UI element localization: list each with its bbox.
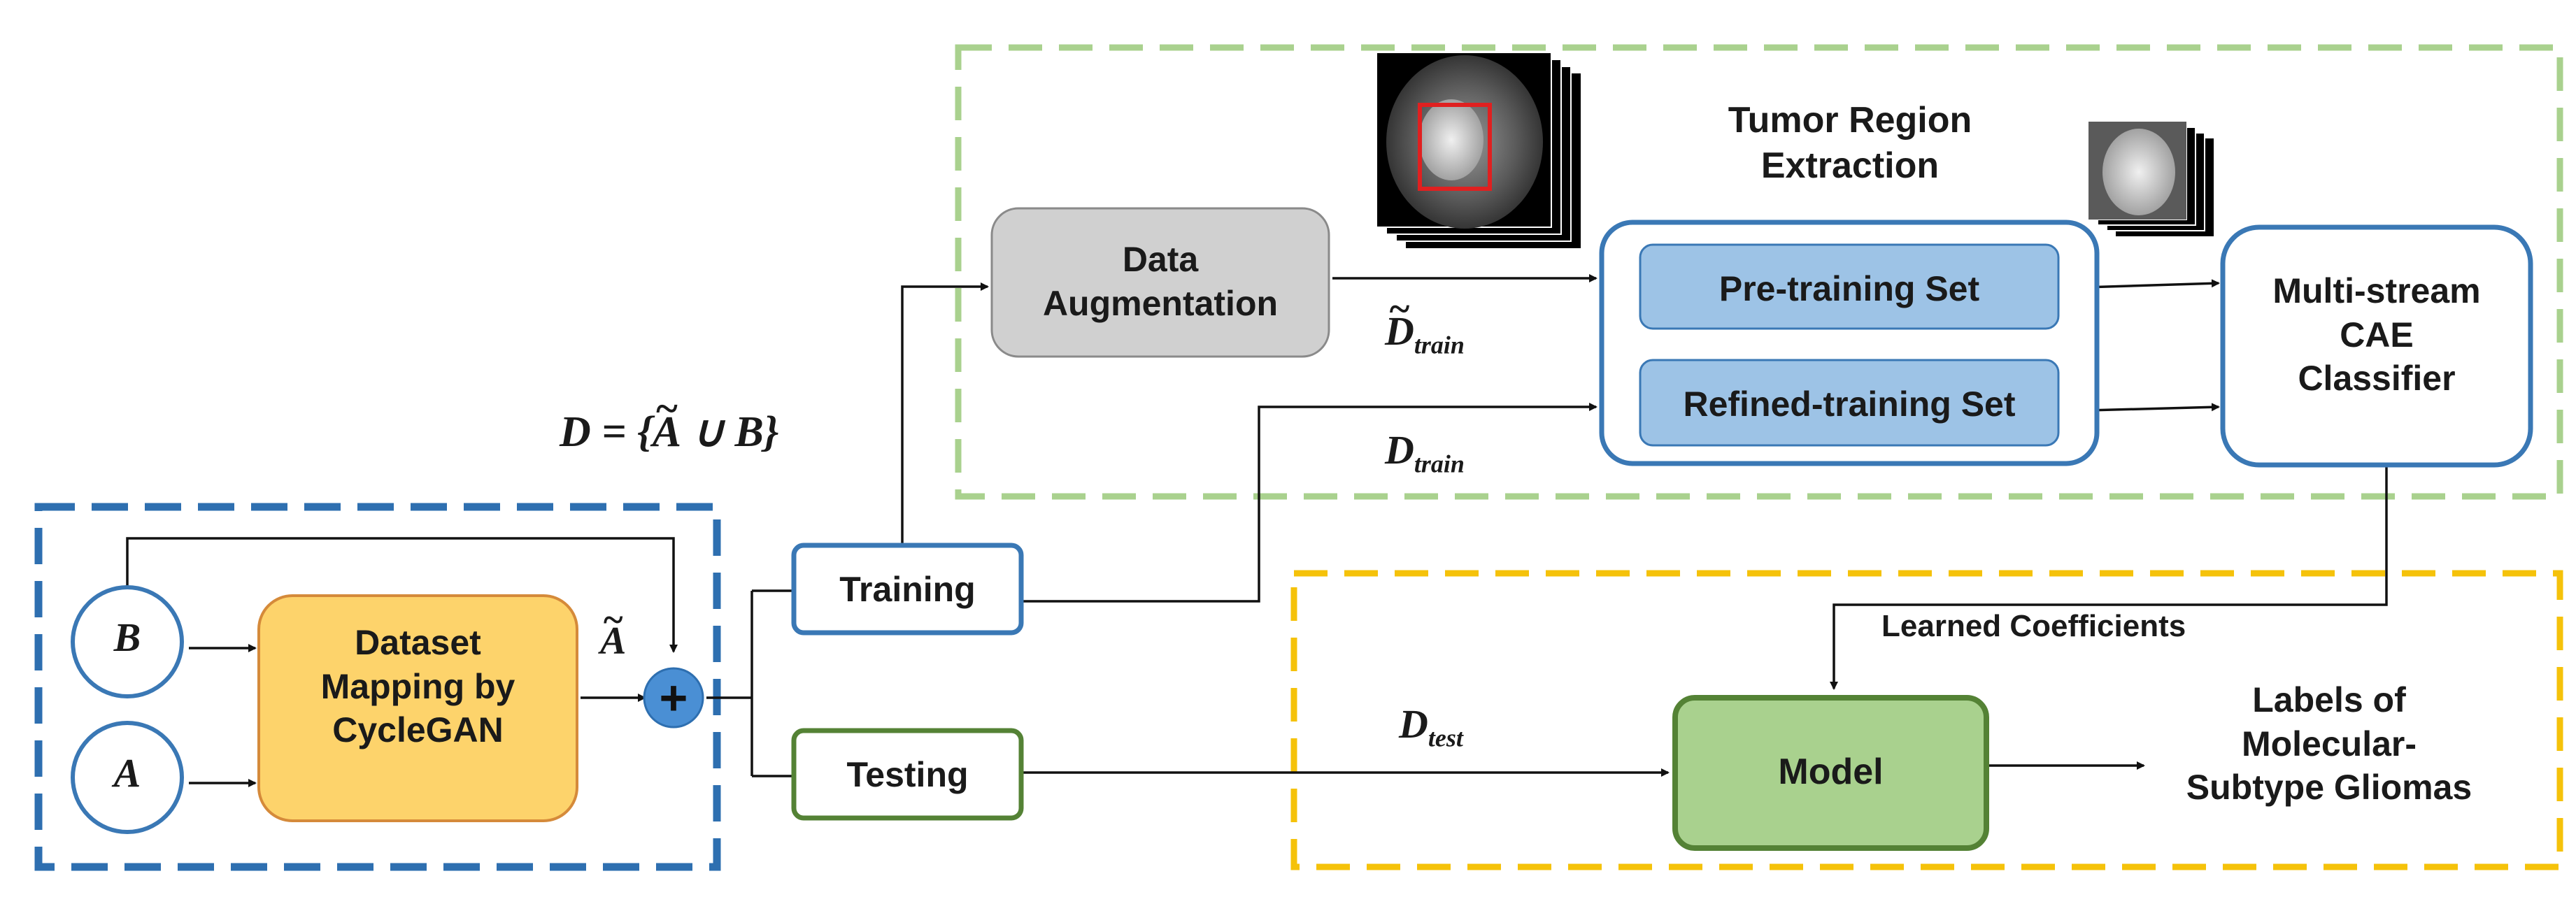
node-a-circle — [71, 721, 184, 834]
d-train-symbol: D — [1385, 427, 1414, 473]
cyclegan-label: Dataset Mapping by CycleGAN — [320, 623, 515, 749]
dataset-definition: D = {A ∪ B} — [560, 406, 778, 457]
d-train-tilde-symbol: D — [1385, 308, 1414, 354]
mri-tumor-crop-stack — [2088, 121, 2214, 236]
node-b-label: B — [113, 615, 141, 660]
training-to-augmentation-arrow — [901, 282, 989, 549]
pretraining-box — [1639, 243, 2060, 330]
d-test-label: Dtest — [1399, 701, 1463, 753]
refined-box — [1639, 359, 2060, 447]
training-label: Training — [839, 570, 976, 609]
plus-circle — [643, 667, 704, 729]
augmentation-box — [990, 207, 1330, 358]
augmentation-extraction-region — [955, 44, 2563, 500]
d-test-symbol: D — [1399, 701, 1428, 747]
node-a-label: A — [113, 750, 141, 796]
classifier-box — [2220, 224, 2533, 468]
pretraining-label: Pre-training Set — [1718, 269, 1980, 308]
dataset-definition-lhs: D = { — [560, 408, 653, 456]
node-b-circle — [71, 585, 184, 698]
classifier-label: Multi-stream CAE Classifier — [2272, 271, 2481, 398]
b-bypass-arrow — [126, 537, 678, 653]
a-tilde-symbol: A — [600, 619, 626, 663]
d-train-subscript: train — [1414, 450, 1465, 478]
a-tilde-label: A — [600, 619, 626, 663]
training-to-refined-arrow — [1021, 403, 1597, 603]
mri-augmented-stack — [1376, 52, 1581, 248]
d-train-tilde-label: Dtrain — [1385, 308, 1465, 360]
d-test-subscript: test — [1428, 724, 1463, 752]
tumor-extraction-label: Tumor Region Extraction — [1728, 100, 1972, 186]
refined-label: Refined-training Set — [1683, 385, 2016, 424]
plus-symbol: + — [659, 670, 688, 725]
augmentation-label: Data Augmentation — [1042, 240, 1279, 323]
cyclegan-box — [257, 594, 578, 822]
testing-label: Testing — [846, 755, 969, 794]
d-train-tilde-subscript: train — [1414, 331, 1465, 359]
dataset-mapping-region — [34, 503, 721, 871]
dataset-definition-a: A — [653, 408, 681, 457]
dataset-definition-rhs: ∪ B} — [681, 408, 779, 456]
coefficients-arrow — [1830, 467, 2388, 690]
testing-box — [791, 728, 1024, 821]
learned-coefficients-label: Learned Coefficients — [1881, 609, 2186, 643]
model-box — [1672, 695, 1989, 851]
testing-region — [1290, 570, 2563, 870]
output-labels: Labels of Molecular- Subtype Gliomas — [2186, 680, 2472, 807]
model-label: Model — [1778, 752, 1884, 792]
training-box — [791, 543, 1024, 636]
d-train-label: Dtrain — [1385, 426, 1465, 479]
